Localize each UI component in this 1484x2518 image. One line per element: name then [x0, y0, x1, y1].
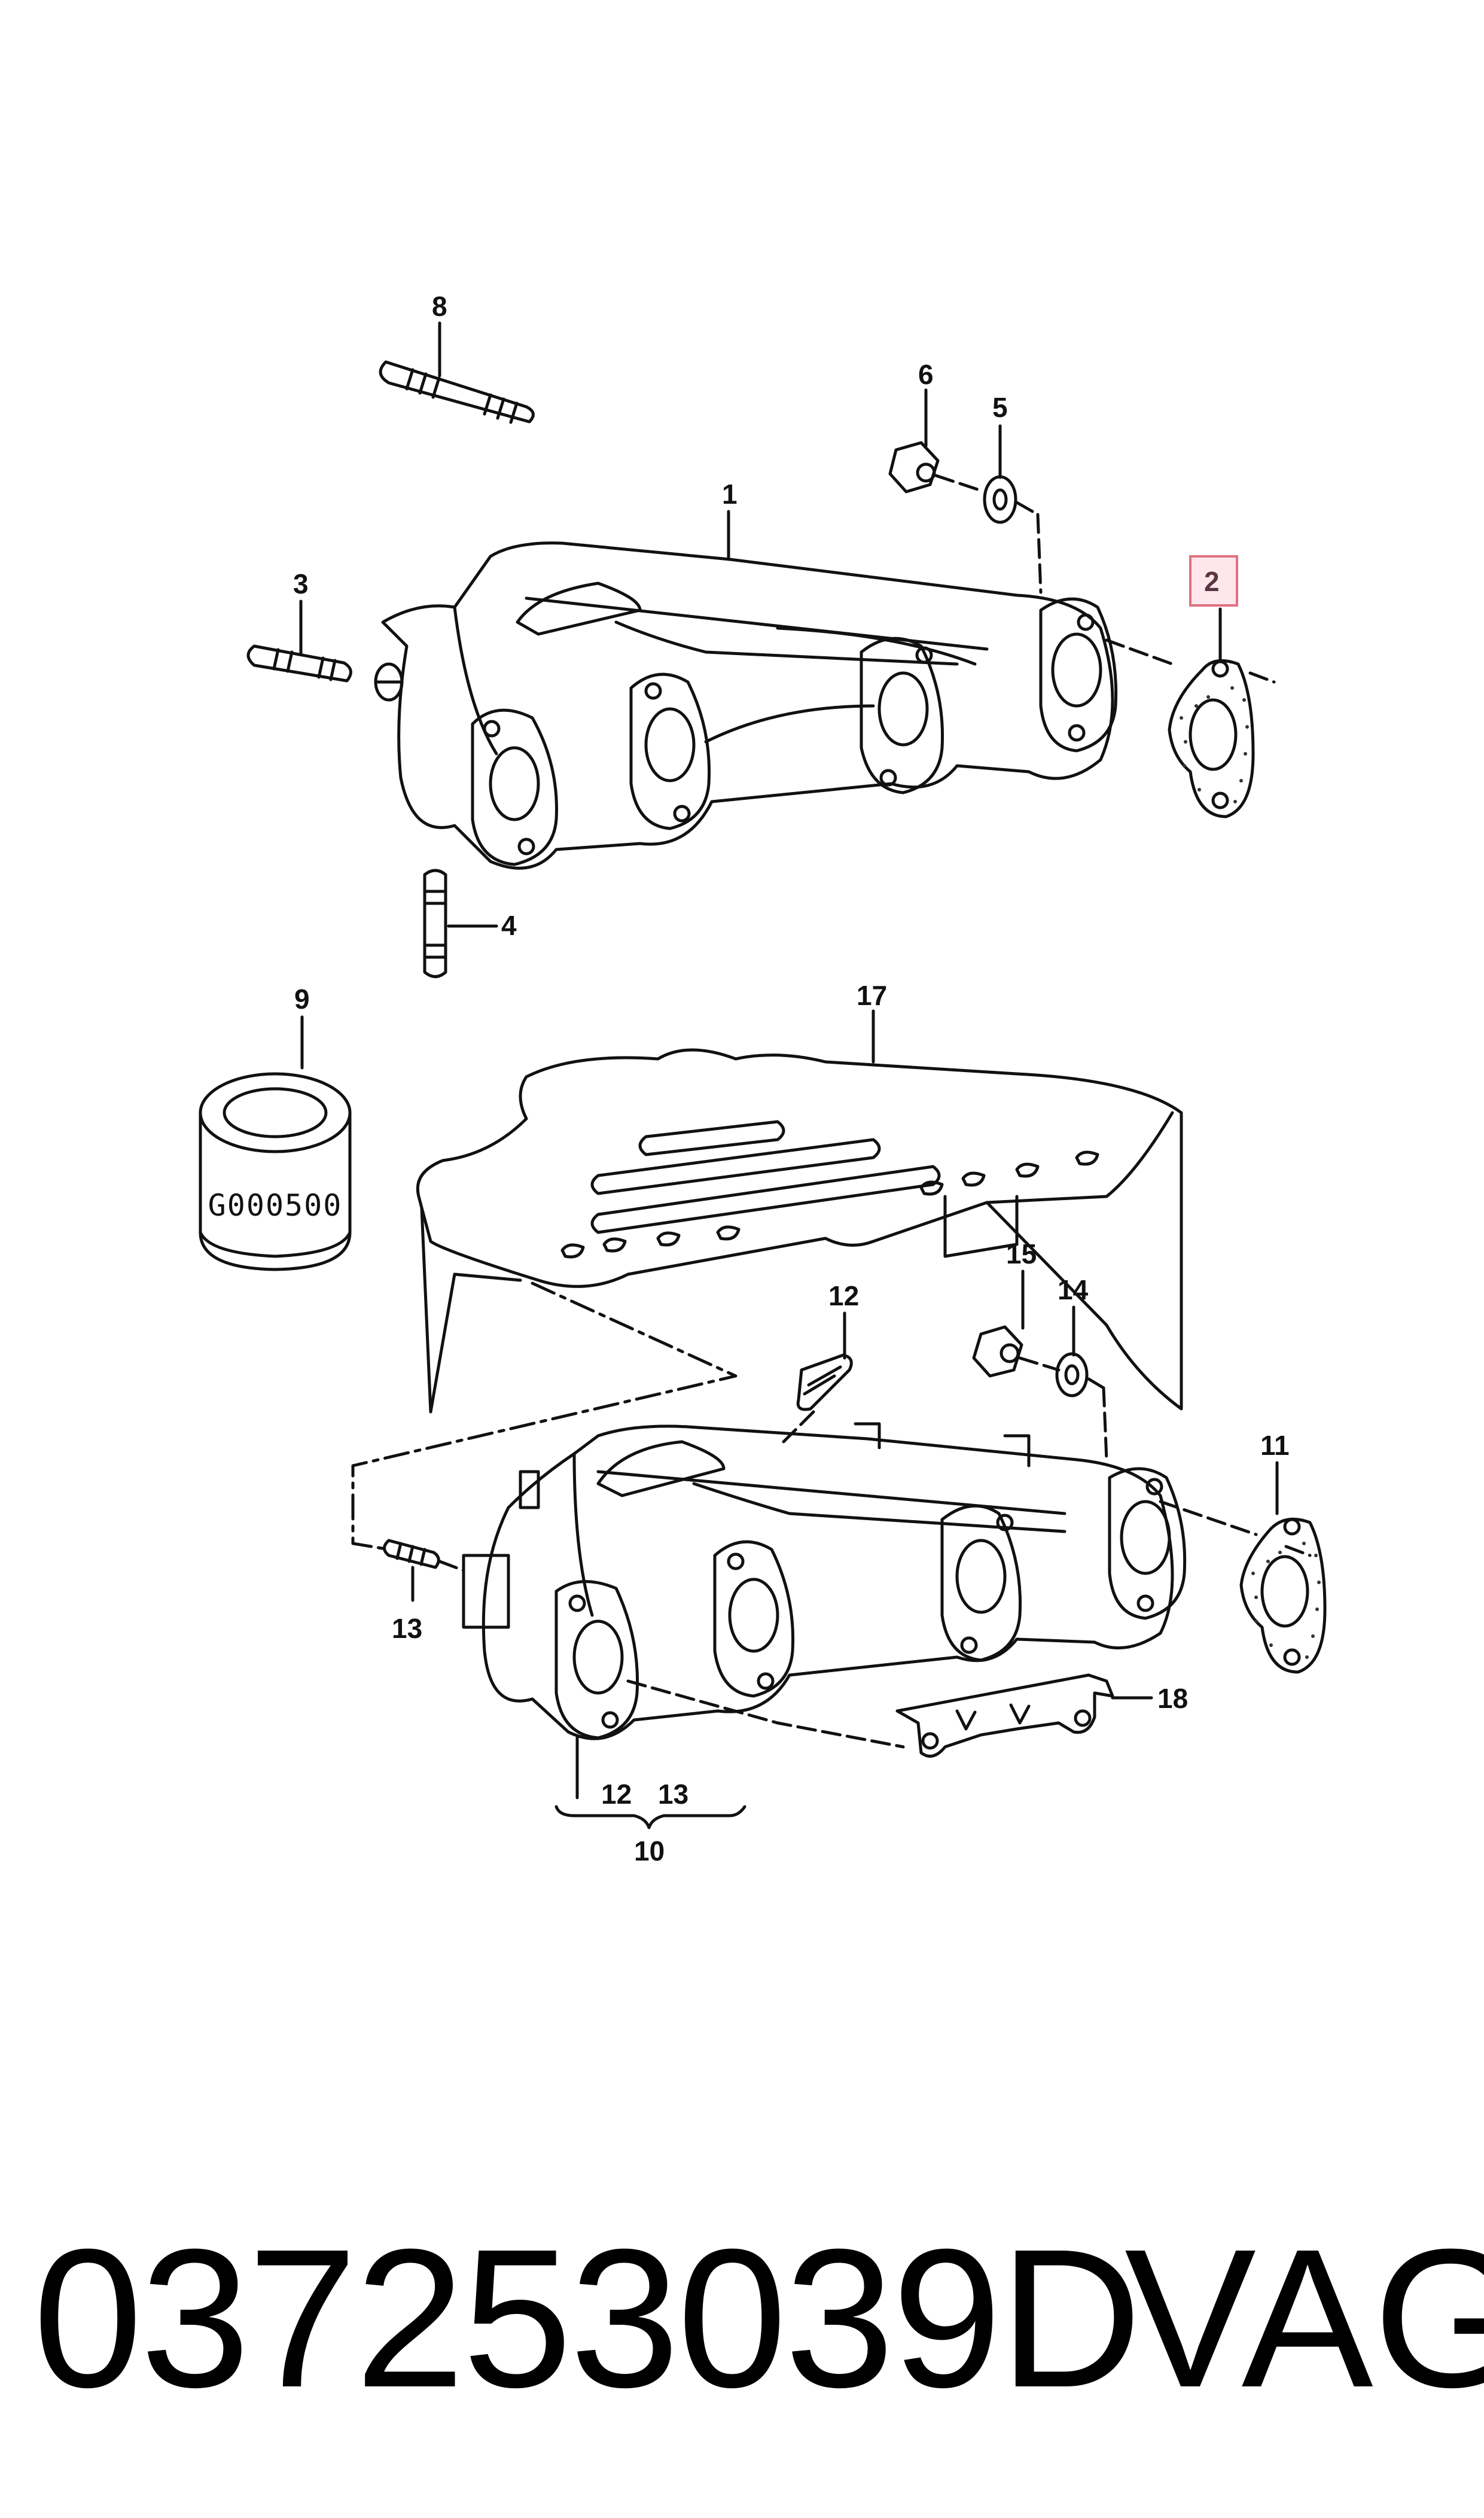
callout-6[interactable]: 6	[918, 359, 934, 390]
washer-part-14	[1055, 1352, 1089, 1397]
bracket-part-18	[895, 1673, 1114, 1758]
canister-label: G000500	[208, 1188, 343, 1223]
highlight-box-part-2	[1189, 555, 1238, 607]
callout-13-left[interactable]: 13	[392, 1613, 422, 1644]
callout-10[interactable]: 10	[634, 1835, 665, 1867]
manifold-10-port-1	[554, 1580, 639, 1740]
stud-part-13	[383, 1539, 440, 1569]
stud-part-3	[246, 644, 352, 683]
manifold-1-port-4	[1039, 597, 1118, 753]
part-number: 037253039D	[33, 2208, 1142, 2428]
callout-4[interactable]: 4	[501, 910, 517, 941]
nut-part-6	[888, 441, 940, 494]
washer-part-5	[983, 475, 1017, 524]
nut-part-15	[972, 1325, 1023, 1378]
manifold-1-port-2	[629, 672, 711, 830]
callout-11[interactable]: 11	[1260, 1430, 1290, 1461]
callout-18[interactable]: 18	[1157, 1683, 1188, 1714]
manifold-10-port-3	[940, 1504, 1022, 1662]
callout-2[interactable]: 2	[1204, 566, 1220, 597]
callout-1[interactable]: 1	[722, 479, 738, 510]
exhaust-manifold-part-10	[462, 1422, 1174, 1740]
callout-12-lower[interactable]: 12	[601, 1779, 632, 1810]
canister-part-9	[199, 1072, 352, 1271]
callout-12-upper[interactable]: 12	[828, 1280, 859, 1311]
callout-3[interactable]: 3	[293, 568, 309, 599]
stud-part-12	[796, 1353, 853, 1411]
gasket-part-11	[1239, 1517, 1327, 1674]
callout-14[interactable]: 14	[1058, 1274, 1089, 1305]
manifold-1-port-3	[860, 637, 944, 794]
callout-17[interactable]: 17	[857, 980, 887, 1011]
gasket-2-dots	[1180, 686, 1249, 803]
stud-part-8	[379, 360, 535, 424]
heat-shield-part-17	[416, 1048, 1183, 1414]
manifold-1-port-1	[471, 708, 558, 866]
manifold-10-port-2	[713, 1540, 795, 1698]
callout-9[interactable]: 9	[294, 984, 310, 1015]
gasket-part-2	[1168, 659, 1255, 818]
brand-name: VAG	[1125, 2208, 1484, 2428]
callout-15[interactable]: 15	[1006, 1238, 1037, 1269]
gasket-11-dots	[1251, 1542, 1321, 1659]
exhaust-manifold-part-1	[374, 541, 1114, 870]
callout-5[interactable]: 5	[992, 392, 1008, 423]
callout-8[interactable]: 8	[432, 291, 447, 322]
callout-13-lower[interactable]: 13	[658, 1779, 688, 1810]
stud-part-4	[423, 869, 447, 978]
manifold-10-port-4	[1108, 1467, 1187, 1620]
